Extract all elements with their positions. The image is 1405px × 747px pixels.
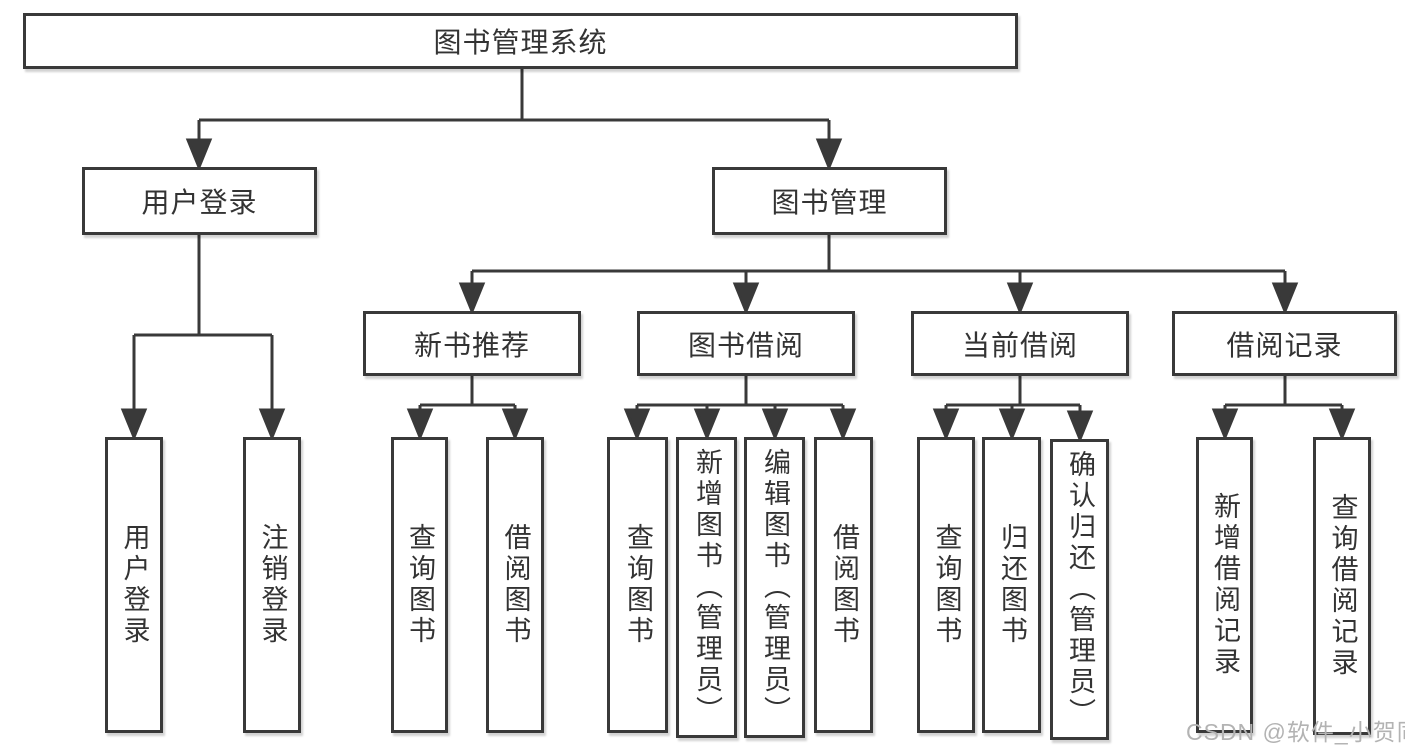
node-borrow-book-newbook: 借阅图书 — [486, 437, 544, 733]
node-query-borrow-record: 查询借阅记录 — [1313, 437, 1371, 735]
arrowhead — [932, 408, 960, 441]
arrowhead — [406, 408, 434, 441]
node-query-book-current-label: 查询图书 — [931, 523, 962, 647]
node-current-borrow-label: 当前借阅 — [961, 329, 1078, 361]
arrowhead — [732, 282, 760, 315]
arrowhead — [998, 408, 1026, 441]
node-logout-leaf-label: 注销登录 — [257, 523, 288, 647]
connector-root-to-level2 — [185, 69, 843, 171]
node-query-book-current: 查询图书 — [917, 437, 975, 733]
node-book-borrow-label: 图书借阅 — [687, 329, 804, 361]
arrowhead — [761, 408, 789, 441]
arrowhead — [1271, 282, 1299, 315]
node-query-book-borrow: 查询图书 — [607, 437, 668, 733]
node-book-management-label: 图书管理 — [771, 187, 888, 218]
node-new-book-recommend-label: 新书推荐 — [413, 329, 530, 361]
connector-book-borrow-children — [623, 376, 857, 441]
node-logout-leaf: 注销登录 — [243, 437, 301, 733]
arrowhead — [1066, 410, 1094, 443]
node-user-login: 用户登录 — [82, 167, 317, 235]
node-borrow-records: 借阅记录 — [1172, 311, 1397, 376]
node-add-borrow-record-label: 新增借阅记录 — [1210, 492, 1240, 678]
node-edit-book-admin-label: 编辑图书（管理员） — [760, 448, 790, 727]
node-library-system: 图书管理系统 — [23, 13, 1018, 69]
node-edit-book-admin: 编辑图书（管理员） — [744, 437, 805, 738]
node-user-login-label: 用户登录 — [141, 187, 258, 218]
node-borrow-book-leaf-label: 借阅图书 — [829, 523, 859, 647]
arrowhead — [829, 408, 857, 441]
arrowhead — [693, 408, 721, 441]
node-add-borrow-record: 新增借阅记录 — [1196, 437, 1253, 733]
node-borrow-book-newbook-label: 借阅图书 — [500, 523, 531, 647]
node-query-book-newbook-label: 查询图书 — [405, 523, 435, 647]
connector-user-login-children — [120, 235, 286, 441]
connector-current-borrow-children — [932, 376, 1094, 443]
node-new-book-recommend: 新书推荐 — [363, 311, 581, 376]
watermark: CSDN @软件_小贺同学 — [1186, 719, 1405, 745]
node-confirm-return-admin: 确认归还（管理员） — [1050, 439, 1109, 740]
arrowhead — [258, 408, 286, 441]
node-book-management: 图书管理 — [712, 167, 947, 235]
node-user-login-leaf-label: 用户登录 — [119, 523, 150, 647]
arrowhead — [1211, 408, 1239, 441]
node-current-borrow: 当前借阅 — [911, 311, 1129, 376]
arrowhead — [815, 138, 843, 171]
node-query-book-newbook: 查询图书 — [391, 437, 448, 733]
connector-new-book-children — [406, 376, 529, 441]
node-confirm-return-admin-label: 确认归还（管理员） — [1065, 450, 1095, 729]
node-return-book-label: 归还图书 — [997, 523, 1027, 647]
node-user-login-leaf: 用户登录 — [105, 437, 163, 733]
arrowhead — [501, 408, 529, 441]
node-query-borrow-record-label: 查询借阅记录 — [1327, 493, 1358, 679]
node-library-system-label: 图书管理系统 — [433, 27, 608, 58]
node-book-borrow: 图书借阅 — [637, 311, 855, 376]
node-borrow-records-label: 借阅记录 — [1226, 329, 1343, 361]
node-borrow-book-leaf: 借阅图书 — [814, 437, 873, 733]
arrowhead — [120, 408, 148, 441]
arrowhead — [1328, 408, 1356, 441]
arrowhead — [623, 408, 651, 441]
arrowhead — [458, 282, 486, 315]
node-query-book-borrow-label: 查询图书 — [623, 523, 653, 647]
arrowhead — [1006, 282, 1034, 315]
node-add-book-admin: 新增图书（管理员） — [676, 437, 737, 738]
node-return-book: 归还图书 — [982, 437, 1041, 733]
arrowhead — [185, 138, 213, 171]
node-add-book-admin-label: 新增图书（管理员） — [692, 448, 722, 727]
connector-book-management-children — [458, 235, 1299, 315]
connector-borrow-records-children — [1211, 376, 1356, 441]
